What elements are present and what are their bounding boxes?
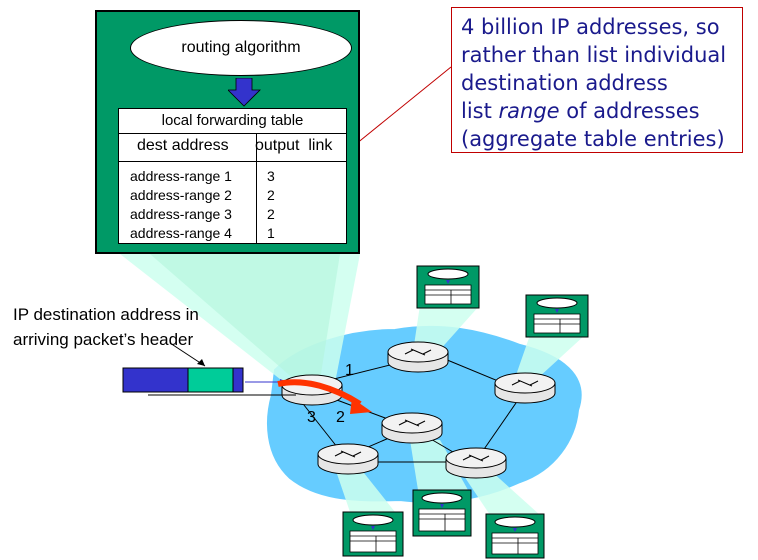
routing-algorithm-ellipse: routing algorithm — [130, 20, 352, 76]
mini-router-box — [342, 511, 404, 557]
table-row-link: 3 — [267, 168, 275, 184]
callout-line: list range of addresses — [461, 99, 700, 123]
table-row-range: address-range 4 — [130, 225, 232, 241]
divider — [119, 161, 346, 162]
zoom-cone-small — [515, 335, 585, 378]
table-row-link: 2 — [267, 206, 275, 222]
callout-line: 4 billion IP addresses, so — [461, 15, 720, 39]
column-header-dest: dest address — [137, 137, 229, 154]
table-row-link: 2 — [267, 187, 275, 203]
mini-router-box — [525, 294, 589, 338]
divider — [119, 133, 346, 134]
mini-router-box — [485, 513, 545, 559]
divider — [256, 133, 257, 243]
forwarding-table: local forwarding table dest address outp… — [118, 108, 347, 244]
callout-line: (aggregate table entries) — [461, 127, 725, 151]
link-number-1: 1 — [345, 362, 354, 379]
column-header-output: output link — [255, 137, 333, 154]
table-row-range: address-range 2 — [130, 187, 232, 203]
router-top — [387, 341, 449, 373]
packet — [122, 367, 296, 396]
link-number-3: 3 — [307, 409, 316, 426]
router-bottom-right — [445, 447, 507, 479]
packet-label-line2: arriving packet’s header — [13, 330, 194, 349]
table-title: local forwarding table — [161, 112, 304, 129]
table-row-range: address-range 3 — [130, 206, 232, 222]
zoom-cone-small — [460, 470, 540, 515]
callout-line: destination address — [461, 71, 668, 95]
callout-line: rather than list individual — [461, 43, 727, 67]
zoom-cone-small — [335, 468, 395, 512]
down-arrow-icon — [228, 78, 261, 107]
link-number-2: 2 — [336, 409, 345, 426]
table-row-range: address-range 1 — [130, 168, 232, 184]
callout-box: 4 billion IP addresses, so rather than l… — [451, 7, 743, 153]
router-right — [494, 372, 556, 404]
routing-algorithm-label: routing algorithm — [181, 39, 301, 56]
packet-label-line1: IP destination address in — [13, 305, 199, 324]
router-center — [381, 412, 443, 444]
mini-router-box — [416, 265, 480, 309]
mini-router-box — [412, 489, 472, 537]
zoom-cone-small — [410, 440, 468, 490]
router-bottom-left — [317, 443, 379, 475]
table-row-link: 1 — [267, 225, 275, 241]
zoom-cone-small — [413, 305, 480, 352]
